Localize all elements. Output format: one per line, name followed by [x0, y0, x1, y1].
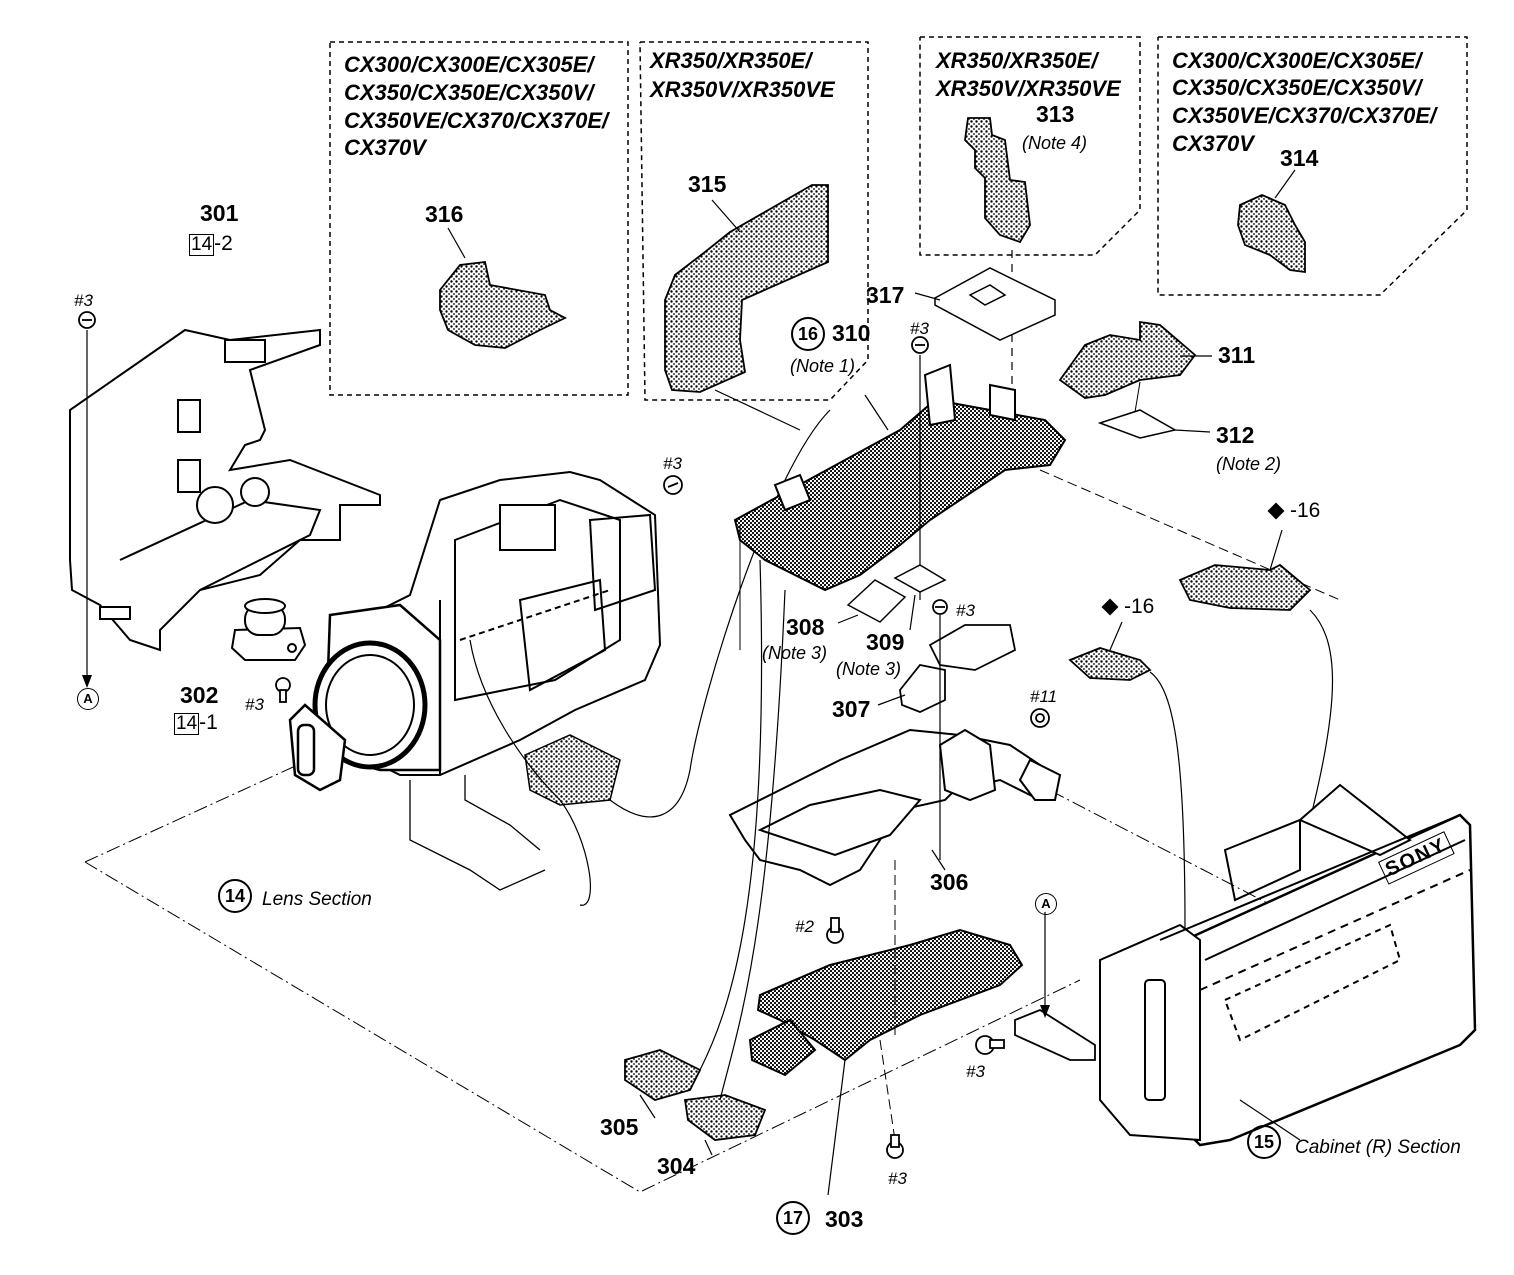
ref-301-suffix: -2 [214, 232, 233, 255]
ref-diamond-16-right: -16 [1267, 499, 1321, 522]
ref-diamond-16-left: -16 [1101, 595, 1155, 618]
screw-label-4: #3 [245, 695, 264, 714]
part-309-sheet [893, 564, 947, 593]
variant-box-3-line-1: XR350/XR350E/ [936, 48, 1098, 73]
screw-label-2: #3 [663, 454, 682, 473]
ref-302: 14-1 [174, 712, 218, 735]
screw-label-7: #2 [795, 917, 814, 936]
part-307-bracket [899, 664, 946, 713]
marker-a-left: A [77, 688, 99, 710]
screw-label-6: #11 [1030, 687, 1058, 706]
section-14-marker: 14 [218, 879, 252, 913]
note-310: (Note 1) [790, 356, 856, 376]
part-315-flex [664, 184, 829, 393]
label-312: 312 [1216, 422, 1255, 448]
screw-label-3: #3 [910, 319, 929, 338]
screw-label-9: #3 [888, 1169, 907, 1188]
section-15-marker: 15 [1247, 1125, 1281, 1159]
ref-diamond-16-left-text: -16 [1124, 595, 1155, 618]
part-303-board [748, 928, 1024, 1077]
lens-section-label: Lens Section [262, 889, 372, 910]
part-305-connector [624, 1049, 702, 1101]
lens-barrel [288, 603, 442, 792]
ref-diamond-16-right-text: -16 [1290, 499, 1321, 522]
part-313-flex [964, 117, 1031, 244]
ref-301: 14-2 [189, 233, 233, 256]
variant-box-4-line-2: CX350/CX350E/CX350V/ [1172, 75, 1422, 100]
part-314-flex [1237, 194, 1306, 274]
label-308: 308 [786, 614, 825, 640]
label-304: 304 [657, 1153, 696, 1179]
label-314: 314 [1280, 145, 1319, 171]
part-316-flex [439, 261, 567, 349]
label-306: 306 [930, 869, 969, 895]
variant-box-1 [329, 41, 629, 396]
label-303: 303 [825, 1206, 864, 1232]
diamond-icon [1101, 598, 1119, 616]
variant-box-2-line-1: XR350/XR350E/ [650, 48, 812, 73]
screw-label-5: #3 [956, 601, 975, 620]
ref-301-box: 14 [189, 234, 215, 256]
part-306-frame [728, 728, 1062, 887]
note-312: (Note 2) [1216, 454, 1282, 474]
diamond-icon [1267, 502, 1285, 520]
note-309: (Note 3) [836, 659, 902, 679]
variant-box-4 [1157, 36, 1468, 296]
label-309: 309 [866, 629, 905, 655]
variant-box-1-line-1: CX300/CX300E/CX305E/ [344, 52, 594, 77]
label-316: 316 [425, 201, 464, 227]
part-302-motor [230, 598, 307, 661]
bracket-a [1014, 1008, 1096, 1061]
note-308: (Note 3) [762, 643, 828, 663]
label-301: 301 [200, 200, 239, 226]
label-315: 315 [688, 171, 727, 197]
variant-box-4-line-1: CX300/CX300E/CX305E/ [1172, 48, 1422, 73]
part-310-main-board [733, 363, 1067, 592]
marker-a-right: A [1035, 893, 1057, 915]
variant-box-4-line-3: CX350VE/CX370/CX370E/ [1172, 103, 1437, 128]
variant-box-1-line-4: CX370V [344, 135, 426, 160]
lens-section-body [379, 470, 662, 776]
label-317: 317 [866, 282, 905, 308]
ref-302-suffix: -1 [199, 711, 218, 734]
flex-cable-16-right [1178, 563, 1312, 611]
variant-box-1-line-3: CX350VE/CX370/CX370E/ [344, 108, 609, 133]
part-317-sheet [934, 267, 1056, 341]
label-311: 311 [1218, 342, 1256, 368]
part-308-sheet [846, 579, 907, 623]
label-307: 307 [832, 696, 871, 722]
screw-label-1: #3 [74, 291, 93, 310]
variant-box-3-line-2: XR350V/XR350VE [936, 76, 1121, 101]
flex-cable-16-left [1068, 647, 1152, 681]
cabinet-section-label: Cabinet (R) Section [1295, 1137, 1461, 1158]
variant-box-4-line-4: CX370V [1172, 131, 1254, 156]
section-17-marker: 17 [776, 1201, 810, 1235]
cabinet-r-section [1099, 783, 1477, 1147]
label-310: 310 [832, 320, 871, 346]
variant-box-2 [639, 41, 869, 401]
screw-label-8: #3 [966, 1062, 985, 1081]
label-313: 313 [1036, 101, 1075, 127]
ref-302-box: 14 [174, 713, 200, 735]
label-302: 302 [180, 682, 219, 708]
part-301-bracket [69, 328, 381, 652]
arrow-a-left [82, 675, 92, 688]
label-305: 305 [600, 1114, 639, 1140]
variant-box-3 [919, 36, 1141, 256]
screw-shapes [78, 311, 1050, 1159]
lens-cable-route-2 [469, 639, 591, 906]
variant-box-2-line-2: XR350V/XR350VE [650, 77, 835, 102]
note-313: (Note 4) [1022, 133, 1088, 153]
part-304-connector [683, 1094, 767, 1141]
part-312-sheet [1097, 409, 1178, 439]
section-16-marker: 16 [791, 317, 825, 351]
variant-box-1-line-2: CX350/CX350E/CX350V/ [344, 80, 594, 105]
part-311-flex [1058, 320, 1197, 399]
